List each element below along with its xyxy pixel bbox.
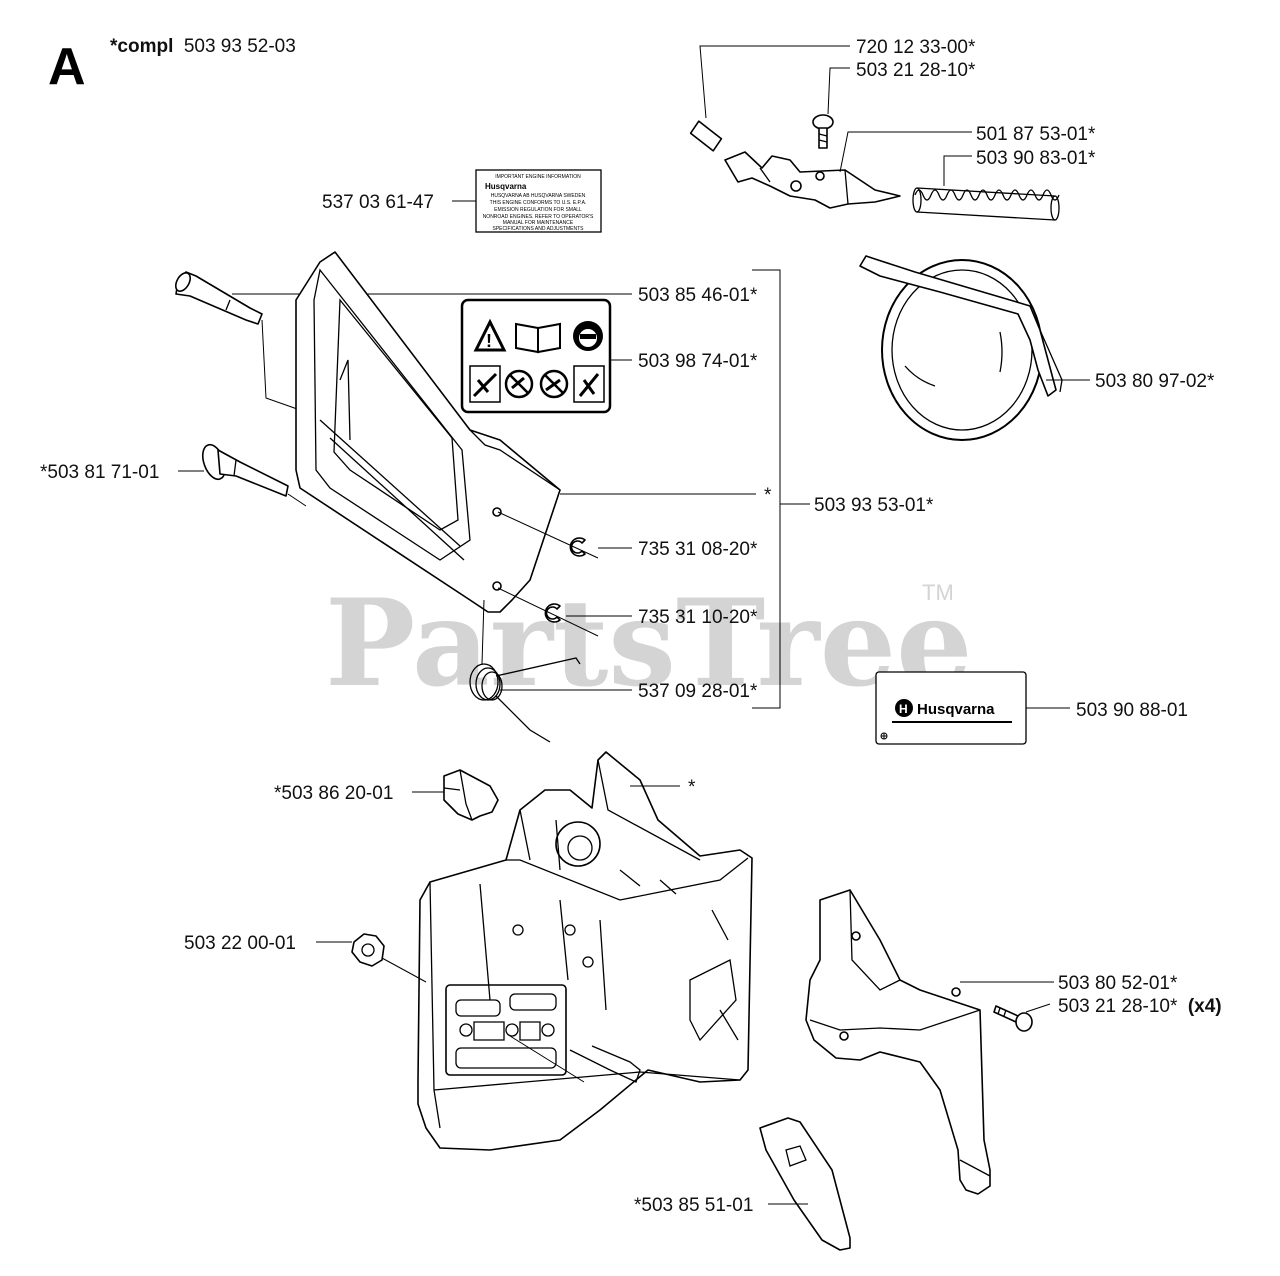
label-503-81-71-01[interactable]: *503 81 71-01 xyxy=(40,462,159,483)
torsion-spring-part xyxy=(469,657,581,743)
section-letter: A xyxy=(48,38,86,96)
label-503-85-46-01[interactable]: 503 85 46-01* xyxy=(638,285,758,306)
engine-info-decal: IMPORTANT ENGINE INFORMATION Husqvarna H… xyxy=(475,169,602,233)
label-503-21-28-10-bottom: 503 21 28-10* (x4) xyxy=(1058,996,1222,1017)
leader-720-12-33-00 xyxy=(699,45,850,119)
label-503-21-28-10-top[interactable]: 503 21 28-10* xyxy=(856,60,976,81)
manual-book-icon xyxy=(515,322,561,354)
decal-line1: IMPORTANT ENGINE INFORMATION xyxy=(495,174,581,180)
brake-lever-part xyxy=(724,151,901,209)
compl-number: 503 93 52-03 xyxy=(184,36,296,57)
circlip-1-part xyxy=(569,537,586,557)
label-537-09-28-01[interactable]: 537 09 28-01* xyxy=(638,681,758,702)
compl-title: *compl 503 93 52-03 xyxy=(110,36,296,57)
label-503-80-97-02[interactable]: 503 80 97-02* xyxy=(1095,371,1215,392)
label-503-21-28-10-bottom-number[interactable]: 503 21 28-10* xyxy=(1058,996,1178,1017)
label-503-85-51-01[interactable]: *503 85 51-01 xyxy=(634,1195,753,1216)
screw-top-part xyxy=(812,114,834,149)
decal-line4: THIS ENGINE CONFORMS TO U.S. E.P.A. xyxy=(490,200,587,206)
label-qty-x4: (x4) xyxy=(1188,996,1222,1017)
watermark-tm: TM xyxy=(922,580,954,605)
leader-knob-to-cover xyxy=(287,493,307,507)
warning-decal: ! xyxy=(460,298,612,414)
no-tip-contact-icon xyxy=(539,369,569,399)
chain-brake-cover-part xyxy=(295,251,561,613)
ppe-helmet-icon xyxy=(573,321,603,351)
svg-text:H: H xyxy=(899,702,908,716)
husqvarna-decal: H Husqvarna xyxy=(875,671,1027,745)
leader-503-21-28-10-top xyxy=(827,67,850,115)
leader-503-90-83-01 xyxy=(943,155,972,186)
spring-part xyxy=(912,187,1060,221)
knob-bolt-part xyxy=(201,443,289,497)
leader-nut-to-housing xyxy=(381,957,427,983)
decal-line3: HUSQVARNA AB HUSQVARNA SWEDEN xyxy=(491,193,586,199)
leader-circlip-1-axis xyxy=(497,511,599,559)
husqvarna-logo-icon: H xyxy=(895,699,913,717)
leader-bolt-to-cover xyxy=(261,319,301,411)
label-503-80-52-01[interactable]: 503 80 52-01* xyxy=(1058,973,1178,994)
leader-cover-to-spring xyxy=(481,599,485,665)
label-star-shield[interactable]: * xyxy=(688,777,696,798)
label-503-90-83-01[interactable]: 503 90 83-01* xyxy=(976,148,1096,169)
nut-part xyxy=(351,933,385,967)
label-503-22-00-01[interactable]: 503 22 00-01 xyxy=(184,933,296,954)
husqvarna-decal-text: Husqvarna xyxy=(917,701,995,718)
screw-bottom-part xyxy=(993,1005,1033,1032)
watermark-text: PartsTree xyxy=(325,573,972,714)
decal-line8: SPECIFICATIONS AND ADJUSTMENTS xyxy=(492,226,584,232)
two-hands-icon xyxy=(573,365,605,403)
bolt-part xyxy=(174,271,263,325)
label-501-87-53-01[interactable]: 501 87 53-01* xyxy=(976,124,1096,145)
guard-plate-part xyxy=(759,1117,851,1251)
pin-part xyxy=(689,120,723,152)
clip-part xyxy=(443,769,499,821)
label-735-31-10-20[interactable]: 735 31 10-20* xyxy=(638,607,758,628)
leader-circlip-2-axis xyxy=(497,587,599,637)
leader-nut-axis xyxy=(509,1035,585,1083)
brake-band-part xyxy=(859,255,1063,441)
label-503-98-74-01[interactable]: 503 98 74-01* xyxy=(638,351,758,372)
label-720-12-33-00[interactable]: 720 12 33-00* xyxy=(856,37,976,58)
label-503-86-20-01[interactable]: *503 86 20-01 xyxy=(274,783,393,804)
circlip-2-part xyxy=(544,603,561,623)
decal-brand: Husqvarna xyxy=(485,182,527,191)
leader-501-87-53-01 xyxy=(839,131,972,173)
warning-triangle-icon xyxy=(473,318,507,352)
leader-503-21-28-10-bottom xyxy=(1025,1003,1051,1013)
decal-line6: NONROAD ENGINES. REFER TO OPERATOR'S xyxy=(483,214,594,220)
label-503-90-88-01[interactable]: 503 90 88-01 xyxy=(1076,700,1188,721)
label-735-31-08-20[interactable]: 735 31 08-20* xyxy=(638,539,758,560)
decal-line7: MANUAL FOR MAINTENANCE xyxy=(503,220,574,226)
bracket-503-93-53-01 xyxy=(752,269,781,709)
label-star-cover[interactable]: * xyxy=(764,485,772,506)
label-537-03-61-47[interactable]: 537 03 61-47 xyxy=(322,192,434,213)
label-503-93-53-01[interactable]: 503 93 53-01* xyxy=(814,495,934,516)
side-cover-part xyxy=(805,889,991,1195)
decal-line5: EMISSION REGULATION FOR SMALL xyxy=(494,207,582,213)
kickback-icon xyxy=(469,365,501,403)
svg-text:!: ! xyxy=(486,331,492,351)
no-one-hand-icon xyxy=(504,369,534,399)
compl-prefix: *compl xyxy=(110,36,173,57)
